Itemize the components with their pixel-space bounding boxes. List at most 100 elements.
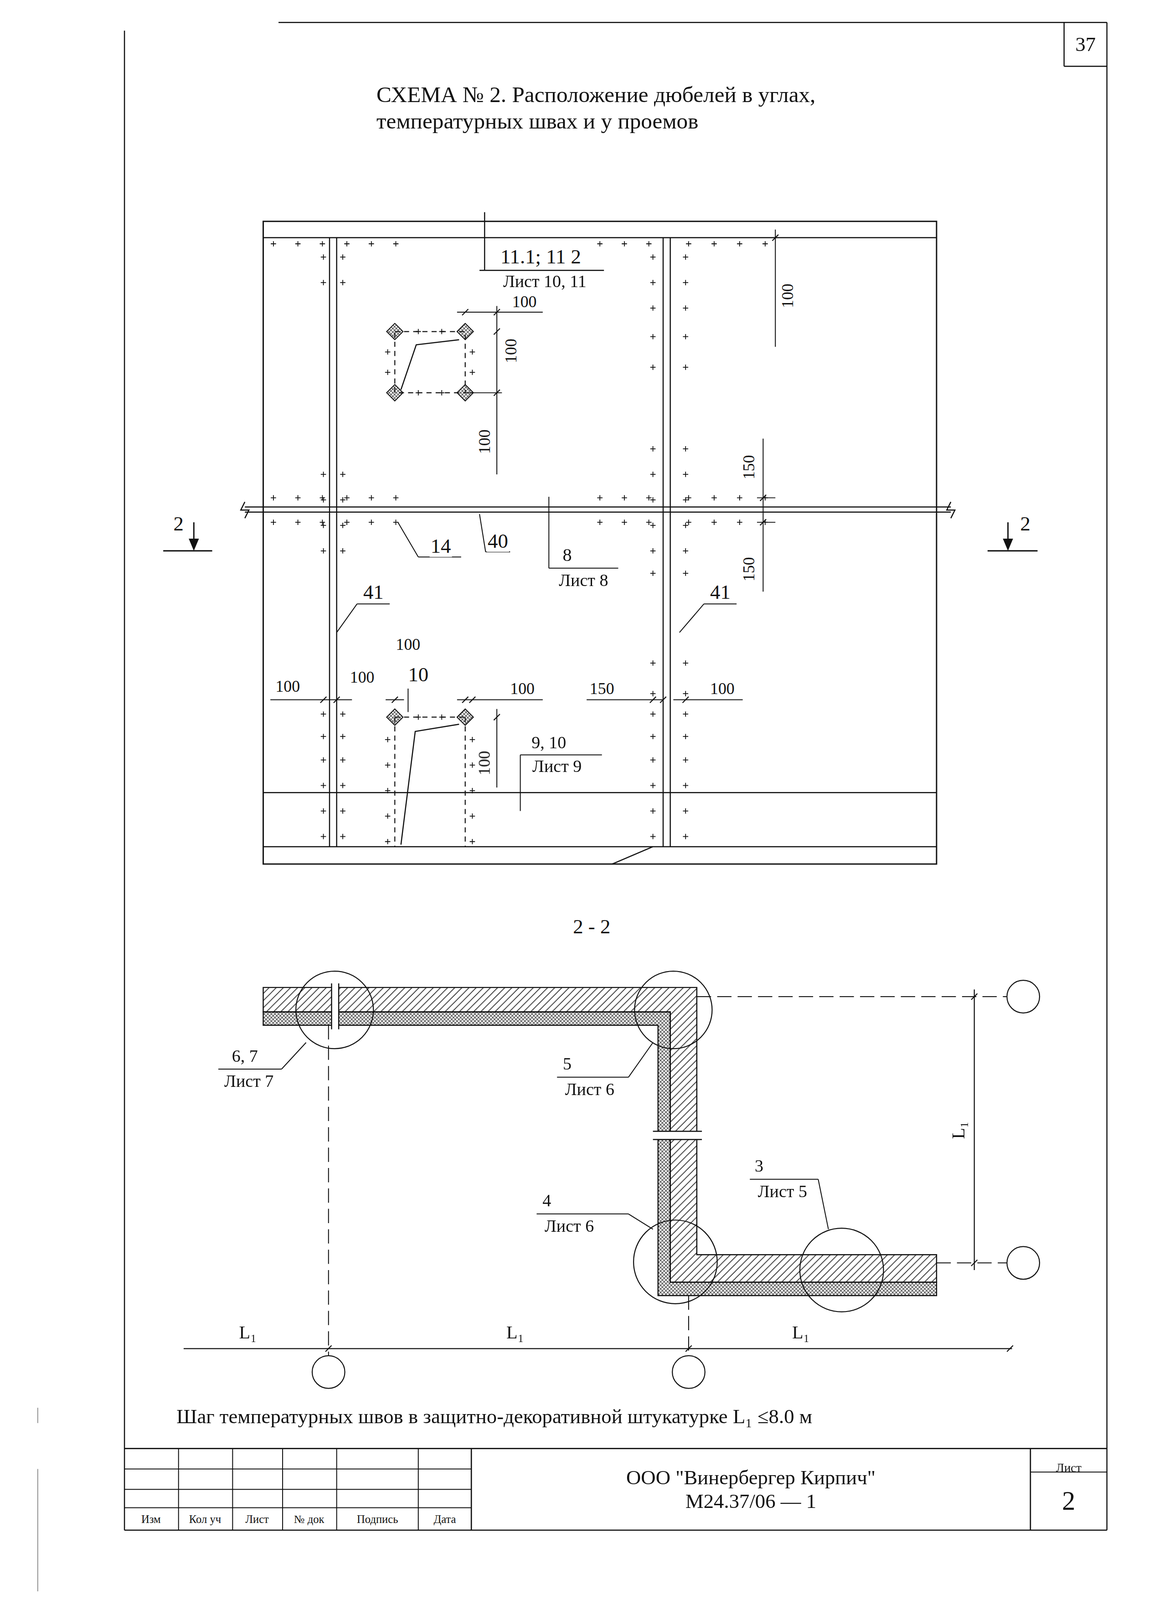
dowel-mark — [650, 570, 656, 577]
dowel-mark — [295, 495, 301, 501]
leader-line — [548, 496, 550, 569]
window-sash-line — [401, 339, 460, 390]
dimension-line — [762, 438, 764, 593]
expansion-joint — [653, 1138, 702, 1140]
dowel-mark — [320, 711, 327, 717]
dowel-mark — [368, 241, 375, 247]
dowel-mark — [320, 548, 327, 554]
dimension-line — [586, 699, 664, 701]
dowel-mark — [650, 757, 656, 763]
dowel-mark — [597, 495, 603, 501]
axis-marker — [312, 1355, 346, 1389]
expansion-joint — [244, 511, 951, 513]
callout-number: 40 — [486, 529, 510, 552]
dimension-tick — [391, 696, 398, 703]
dimension-text: 150 — [739, 453, 758, 481]
dowel-mark — [711, 519, 717, 526]
frame-line — [1063, 22, 1065, 67]
dowel-mark — [344, 519, 350, 526]
dowel-mark — [597, 519, 603, 526]
dowel-mark — [344, 241, 350, 247]
frame-line — [123, 30, 125, 1531]
dowel-mark — [650, 471, 656, 478]
dimension-line — [673, 699, 743, 701]
title-block-box: ООО "Винербергер Кирпич"М24.37/06 — 1 — [472, 1449, 1030, 1530]
dowel-mark — [385, 349, 391, 355]
dimension-tick — [685, 1345, 692, 1352]
dimension-text: 100 — [349, 668, 376, 687]
dowel-mark — [319, 519, 326, 526]
dowel-mark — [339, 808, 346, 814]
dowel-mark — [650, 548, 656, 554]
dowel-mark — [650, 446, 656, 452]
dowel-mark — [650, 690, 656, 697]
joint-gap — [331, 983, 340, 1030]
title-block-line — [124, 1488, 472, 1490]
dowel-mark — [270, 495, 277, 501]
dimension-tick — [772, 234, 779, 241]
dowel-mark — [320, 782, 327, 789]
dowel-mark — [711, 241, 717, 247]
dimension-line — [457, 311, 543, 313]
plinth-line — [263, 846, 937, 848]
callout-number: 10 — [406, 663, 430, 686]
dowel-mark — [711, 495, 717, 501]
dowel-mark — [650, 305, 656, 311]
dowel-mark — [650, 497, 656, 503]
dimension-text: L₁ — [948, 1120, 969, 1141]
leader-line — [479, 514, 486, 552]
detail-ref: 4 — [541, 1192, 553, 1212]
dowel-mark — [650, 254, 656, 260]
dowel-mark — [469, 369, 476, 376]
sheet-ref: Лист 6 — [563, 1081, 616, 1101]
dowel-cluster — [386, 709, 403, 726]
detail-ref: 8 — [561, 545, 573, 567]
dowel-mark — [469, 736, 476, 743]
expansion-joint — [338, 983, 340, 1030]
dowel-mark — [597, 241, 603, 247]
dowel-mark — [319, 241, 326, 247]
leader-line — [484, 212, 485, 271]
dowel-mark — [368, 495, 375, 501]
section-mark — [193, 522, 195, 541]
axis-marker — [1006, 980, 1040, 1014]
dimension-text: 150 — [739, 556, 758, 583]
table-header: Подпись — [355, 1513, 400, 1526]
dimension-text: 100 — [475, 428, 494, 455]
dowel-mark — [339, 471, 346, 478]
dimension-line — [973, 989, 975, 1271]
table-header: Кол уч — [188, 1513, 223, 1526]
dimension-tick — [493, 714, 500, 721]
break-mark — [240, 501, 249, 519]
dowel-mark — [438, 329, 445, 335]
section-arrow — [188, 538, 199, 552]
dowel-mark — [393, 519, 399, 526]
dowel-mark — [339, 782, 346, 789]
dimension-tick — [649, 696, 656, 703]
dowel-mark — [682, 690, 689, 697]
dimension-tick — [493, 328, 500, 335]
leader-line — [397, 522, 419, 557]
dimension-text: 100 — [274, 677, 301, 696]
dimension-line — [270, 699, 352, 701]
table-header: Лист — [244, 1513, 270, 1526]
dimension-tick — [325, 1345, 332, 1352]
dowel-mark — [650, 279, 656, 286]
sheet-note: Шаг температурных швов в защитно-декорат… — [175, 1404, 814, 1427]
door-jamb — [394, 717, 396, 847]
leader-line — [281, 1042, 307, 1070]
dimension-text: 100 — [709, 679, 736, 698]
callout-number: 41 — [709, 580, 732, 603]
dowel-mark — [438, 390, 445, 396]
leader-underline — [548, 567, 619, 569]
detail-ref: 5 — [561, 1055, 573, 1075]
sheet-ref: Лист 10, 11 — [502, 272, 588, 293]
dowel-mark — [682, 548, 689, 554]
dimension-tick — [462, 696, 469, 703]
dimension-line — [457, 699, 543, 701]
dimension-tick — [682, 696, 689, 703]
box-text: ООО "Винербергер Кирпич" — [626, 1466, 876, 1490]
masonry-wall — [263, 987, 937, 1283]
